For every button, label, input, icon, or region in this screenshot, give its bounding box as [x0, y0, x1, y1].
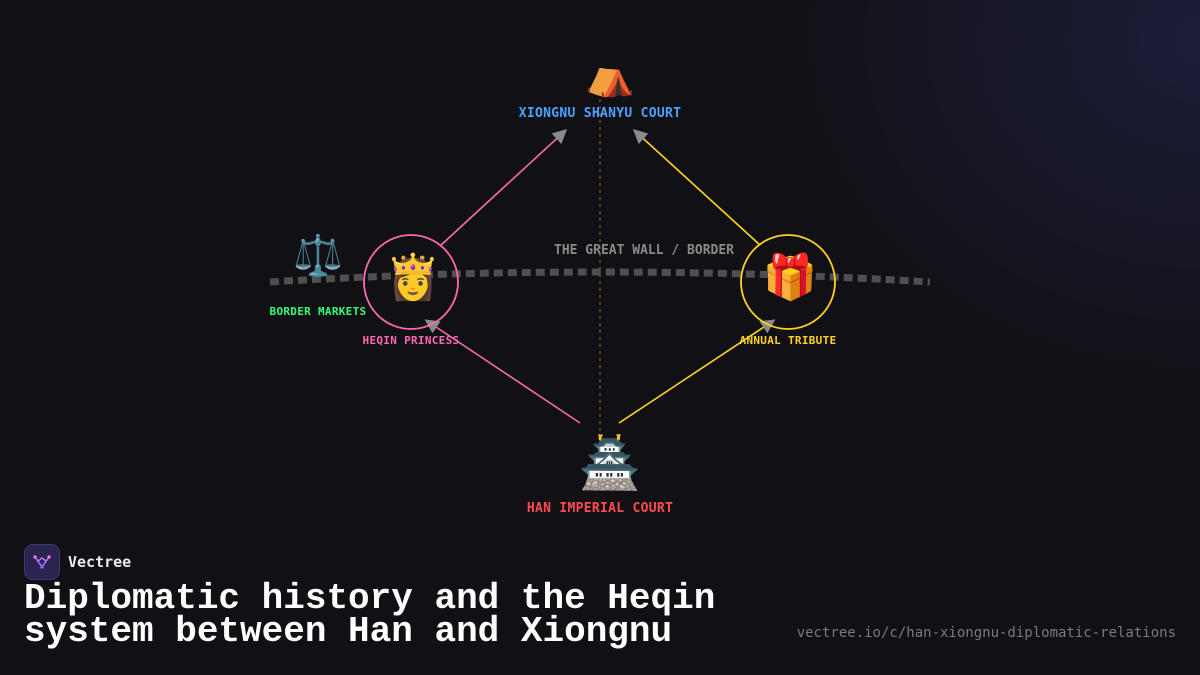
- gift-icon: 🎁: [762, 252, 818, 303]
- castle-icon: 🏯: [578, 434, 642, 492]
- princess-node-circle: [363, 234, 459, 330]
- border-markets-label: BORDER MARKETS: [269, 305, 367, 318]
- annual-tribute-label: ANNUAL TRIBUTE: [739, 334, 837, 347]
- princess-icon: 👸: [385, 252, 441, 303]
- arrow-princess-to-xiongnu: [439, 129, 568, 247]
- arrow-tribute-to-xiongnu: [632, 129, 761, 246]
- page-url[interactable]: vectree.io/c/han-xiongnu-diplomatic-rela…: [796, 625, 1176, 641]
- vectree-logo-icon: [24, 544, 60, 580]
- page-title: Diplomatic history and the Heqin system …: [24, 578, 716, 652]
- great-wall-label: THE GREAT WALL / BORDER: [553, 243, 735, 258]
- tent-icon: ⛺: [585, 53, 635, 99]
- han-court-label: HAN IMPERIAL COURT: [526, 501, 674, 516]
- heqin-princess-label: HEQIN PRINCESS: [362, 334, 460, 347]
- scales-icon: ⚖️: [293, 233, 343, 279]
- xiongnu-court-label: XIONGNU SHANYU COURT: [518, 106, 682, 121]
- arrow-han-to-tribute: [618, 319, 776, 424]
- great-wall-border-line: [269, 268, 931, 286]
- brand-name: Vectree: [68, 553, 132, 571]
- brand: Vectree: [24, 544, 131, 580]
- arrow-han-to-princess: [424, 319, 581, 424]
- tribute-node-circle: [740, 234, 836, 330]
